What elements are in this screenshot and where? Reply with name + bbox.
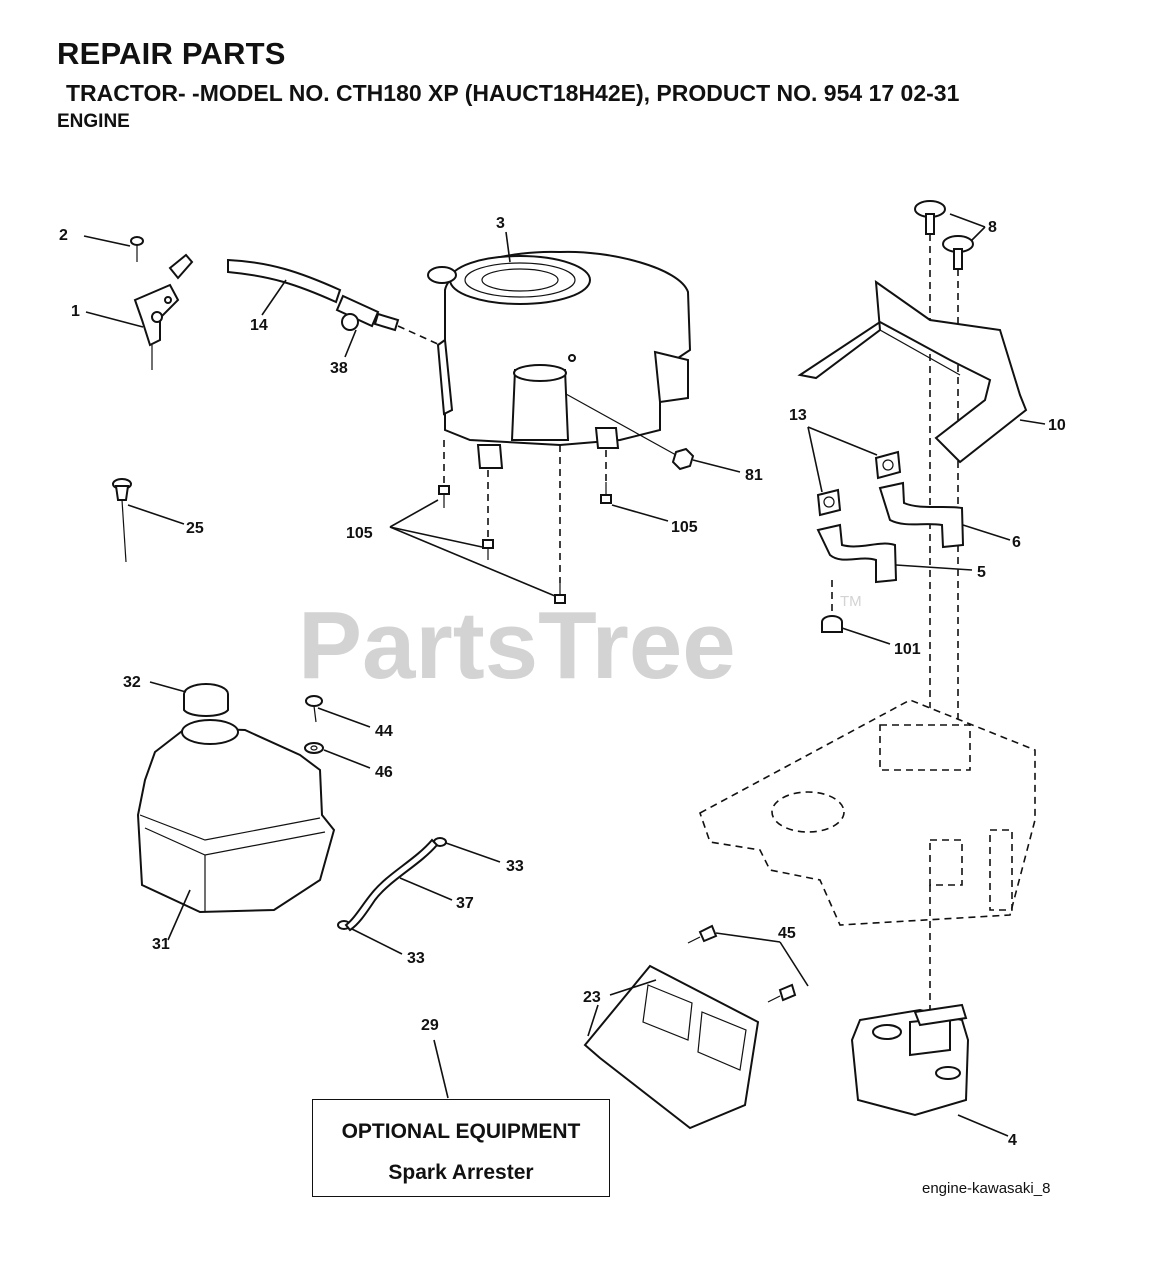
heat-shield-part-10 <box>797 279 1028 464</box>
screw-part-44 <box>305 695 323 723</box>
page-title: REPAIR PARTS <box>57 36 286 71</box>
callout-13: 13 <box>789 407 807 424</box>
optional-equipment-title: OPTIONAL EQUIPMENT <box>341 1120 581 1143</box>
callout-4: 4 <box>1008 1132 1017 1149</box>
nut-part-101 <box>821 615 843 633</box>
fuel-line-part-37 <box>344 838 439 932</box>
bolt-part-105 <box>438 482 612 604</box>
callout-23: 23 <box>583 989 601 1006</box>
screw-part-45 <box>687 924 797 1003</box>
watermark-tm: TM <box>840 593 862 610</box>
section-title: ENGINE <box>57 111 130 132</box>
callout-81: 81 <box>745 467 763 484</box>
fuel-filter-part-38 <box>335 294 400 332</box>
callout-33-top: 33 <box>506 858 524 875</box>
gasket-part-13 <box>816 450 902 517</box>
callout-38: 38 <box>330 360 348 377</box>
muffler-part-4 <box>850 1003 970 1117</box>
callout-46: 46 <box>375 764 393 781</box>
exhaust-pipe-part-6 <box>878 481 965 549</box>
exhaust-pipe-part-5 <box>816 523 898 584</box>
fuel-tank-part-31 <box>136 719 336 914</box>
nut-part-81 <box>671 447 695 471</box>
callout-14: 14 <box>250 317 268 334</box>
bolt-part-8 <box>914 200 974 270</box>
callout-37: 37 <box>456 895 474 912</box>
callout-33-bottom: 33 <box>407 950 425 967</box>
shield-plate-part-23 <box>583 964 760 1130</box>
callout-5: 5 <box>977 564 986 581</box>
spark-arrester-label: Spark Arrester <box>388 1161 534 1184</box>
throttle-control-part-1 <box>133 253 194 370</box>
callout-6: 6 <box>1012 534 1021 551</box>
engine-part-3 <box>427 250 692 469</box>
callout-2: 2 <box>59 227 68 244</box>
callout-32: 32 <box>123 674 141 691</box>
callout-105-right: 105 <box>671 519 698 536</box>
callout-8: 8 <box>988 219 997 236</box>
diagram-reference: engine-kawasaki_8 <box>922 1180 1051 1197</box>
callout-1: 1 <box>71 303 80 320</box>
optional-equipment-box: OPTIONAL EQUIPMENT Spark Arrester <box>312 1099 610 1197</box>
model-subtitle: TRACTOR- -MODEL NO. CTH180 XP (HAUCT18H4… <box>66 80 960 106</box>
callout-29: 29 <box>421 1017 439 1034</box>
watermark-text: PartsTree <box>298 592 736 699</box>
callout-44: 44 <box>375 723 393 740</box>
callout-3: 3 <box>496 215 505 232</box>
callout-105-left: 105 <box>346 525 373 542</box>
callout-25: 25 <box>186 520 204 537</box>
fuel-hose-part-14 <box>227 258 342 304</box>
callout-101: 101 <box>894 641 921 658</box>
washer-part-46 <box>304 742 324 754</box>
callout-31: 31 <box>152 936 170 953</box>
dipstick-part-25 <box>112 478 132 563</box>
fuel-cap-part-32 <box>183 683 229 717</box>
tractor-frame <box>699 699 1036 926</box>
screw-part-2 <box>130 236 144 262</box>
callout-45: 45 <box>778 925 796 942</box>
callout-10: 10 <box>1048 417 1066 434</box>
